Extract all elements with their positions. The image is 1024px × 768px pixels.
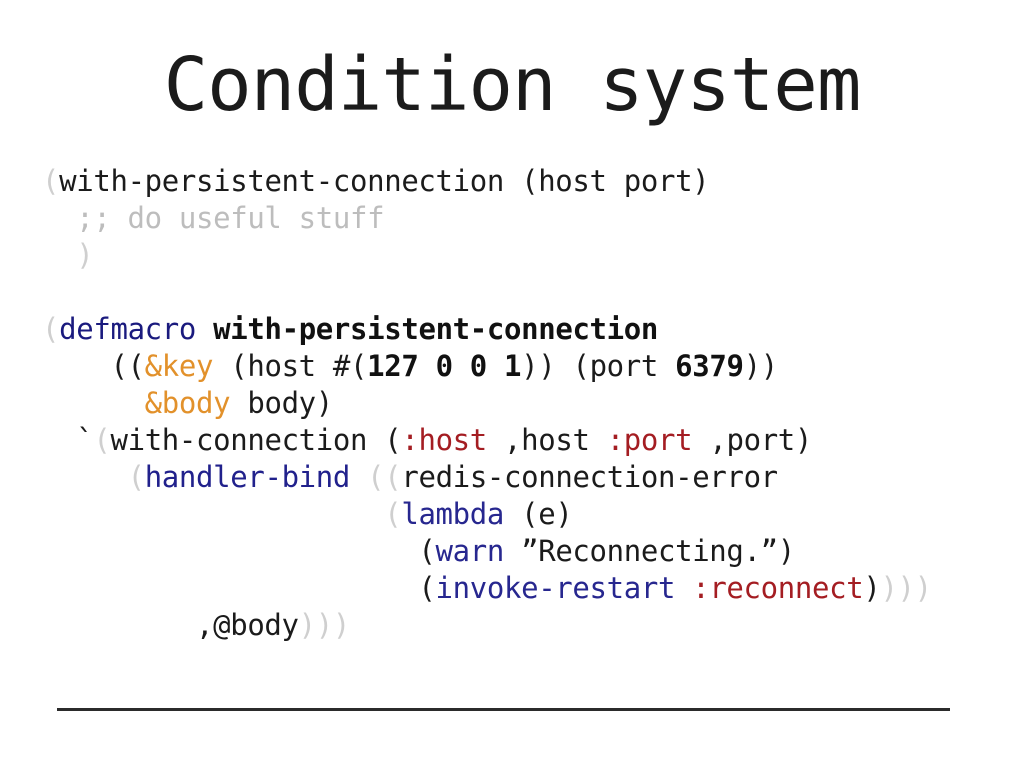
- code-line: (handler-bind ((redis-connection-error: [42, 459, 1022, 496]
- code-token-number: 127 0 0 1: [367, 349, 522, 383]
- code-token-default: [42, 386, 145, 420]
- code-token-default: [42, 497, 384, 531]
- code-token-default: [196, 312, 213, 346]
- code-line: ((&key (host #(127 0 0 1)) (port 6379)): [42, 348, 1022, 385]
- code-token-amp: &body: [144, 386, 231, 420]
- code-token-paren: (: [93, 423, 111, 457]
- code-token-fn: handler-bind: [144, 460, 351, 494]
- code-token-name: with-persistent-connection: [213, 312, 658, 346]
- code-token-default: [42, 460, 128, 494]
- code-token-paren: (: [127, 460, 145, 494]
- code-token-default: )) (port: [521, 349, 676, 383]
- code-line: (defmacro with-persistent-connection: [42, 311, 1022, 348]
- code-token-paren: ((: [367, 460, 402, 494]
- code-line: `(with-connection (:host ,host :port ,po…: [42, 422, 1022, 459]
- code-line: ;; do useful stuff: [42, 200, 1022, 237]
- code-token-default: with-persistent-connection (host port): [59, 164, 710, 198]
- code-token-default: (e): [504, 497, 573, 531]
- code-line: &body body): [42, 385, 1022, 422]
- page-title: Condition system: [163, 42, 862, 128]
- code-token-default: ,@body: [42, 608, 299, 642]
- code-token-string: ”Reconnecting.”): [503, 534, 795, 568]
- code-token-lambda: warn: [435, 534, 505, 568]
- code-token-default: `: [42, 423, 94, 457]
- code-token-default: (host #(: [213, 349, 368, 383]
- code-line: ,@body))): [42, 607, 1022, 644]
- code-line: (lambda (e): [42, 496, 1022, 533]
- code-line: (warn ”Reconnecting.”): [42, 533, 1022, 570]
- code-token-number: 6379: [675, 349, 744, 383]
- code-token-paren: (: [42, 164, 60, 198]
- code-block: (with-persistent-connection (host port) …: [42, 163, 1022, 644]
- code-token-amp: &key: [144, 349, 214, 383]
- code-token-comment: ;; do useful stuff: [42, 201, 385, 235]
- code-token-lambda: lambda: [401, 497, 504, 531]
- code-token-default: ,host: [486, 423, 607, 457]
- code-token-default: body): [230, 386, 333, 420]
- code-token-default: redis-connection-error: [401, 460, 778, 494]
- code-line: (invoke-restart :reconnect)))): [42, 570, 1022, 607]
- code-token-paren: ))): [298, 608, 351, 642]
- code-token-paren: ): [42, 238, 94, 272]
- code-token-default: ((: [42, 349, 145, 383]
- code-token-default: [350, 460, 367, 494]
- code-line: ): [42, 237, 1022, 274]
- footer-divider: [57, 708, 950, 711]
- code-token-keyword: :port: [606, 423, 693, 457]
- code-token-default: (: [42, 534, 436, 568]
- code-token-default: )): [743, 349, 779, 383]
- code-token-default: with-connection (: [110, 423, 402, 457]
- code-token-default: ,port): [692, 423, 813, 457]
- code-token-keyword: :host: [401, 423, 487, 457]
- code-token-default: ): [863, 571, 881, 605]
- code-token-defn: defmacro: [59, 312, 197, 346]
- code-token-default: [675, 571, 692, 605]
- code-line: [42, 274, 1022, 311]
- code-token-paren: (: [42, 312, 60, 346]
- code-token-paren: (: [384, 497, 402, 531]
- code-token-keyword: :reconnect: [692, 571, 864, 605]
- code-token-lambda: invoke-restart: [435, 571, 676, 605]
- code-line: (with-persistent-connection (host port): [42, 163, 1022, 200]
- code-token-paren: ))): [880, 571, 932, 605]
- code-token-default: (: [42, 571, 436, 605]
